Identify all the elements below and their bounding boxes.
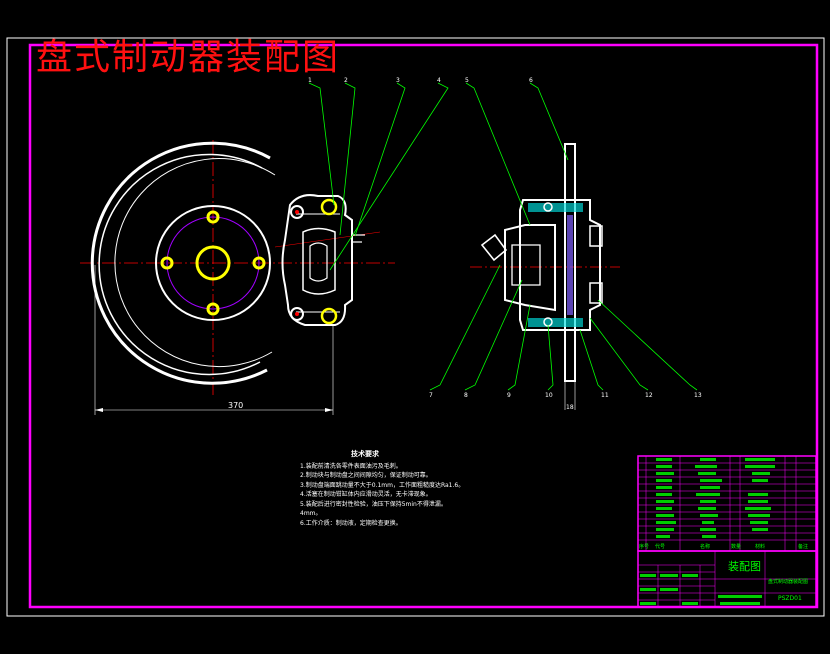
side-dim-label: 18 [566,404,574,411]
caliper-pin-top-dot [295,210,299,214]
side-bolt-bottom [589,282,603,304]
caliper-front [281,194,365,326]
bom-fine-print [656,458,775,538]
bolt-hole-right [252,256,266,270]
caliper-pin-top [290,205,304,219]
bom-header-name: 名称 [700,543,710,550]
bom-header-code: 代号 [655,543,665,550]
caliper-bolt-bottom [320,307,338,325]
balloon-label: 3 [396,77,400,84]
bom-header-note: 备注 [798,543,808,550]
drawing-name: 装配图 [728,560,761,573]
balloon-label: 9 [507,392,511,399]
drawing-number: PSZD01 [778,595,802,602]
bolt-hole-left [160,256,174,270]
drawing-title: 盘式制动器装配图 [36,37,341,78]
bom-header: 序号 代号 名称 数量 材料 备注 [639,543,808,550]
balloon-label: 12 [645,392,653,399]
balloon-label: 4 [437,77,441,84]
side-ball-top [543,202,553,212]
drawing-frame [28,43,819,609]
balloon-label: 1 [308,77,312,84]
title-grid [638,551,816,607]
bom-header-index: 序号 [639,543,649,550]
technical-note-line: 4mm。 [300,510,322,517]
bom-header-qty: 数量 [731,543,741,550]
balloon-label: 11 [601,392,609,399]
technical-note-line: 2.制动块与制动盘之间间隙均匀，保证制动可靠。 [300,472,432,479]
side-hatch-bottom [528,318,583,327]
technical-note-line: 3.制动盘端面跳动量不大于0.1mm，工作面粗糙度达Ra1.6。 [300,481,465,489]
balloon-label: 8 [464,392,468,399]
side-disc [564,143,576,382]
caliper-pin-bottom [290,307,304,321]
dim-arrow-right [325,408,333,412]
side-caliper-outline [519,199,601,331]
hub-pitch-circle [166,216,260,310]
technical-note-line: 5.装配后进行密封性检验，油压下保持5min不得泄漏。 [300,500,447,508]
balloon-label: 5 [465,77,469,84]
bolt-hole-top [206,210,220,224]
side-hub-inner [511,244,541,286]
balloon-label: 6 [529,77,533,84]
technical-note-line: 4.活塞在制动钳缸体内应滑动灵活，无卡滞现象。 [300,491,432,498]
side-view: 18 [470,143,620,411]
technical-note-line: 1.装配前清洗各零件表面油污及毛刺。 [300,462,402,470]
bom-rows [638,456,816,551]
balloon-label: 2 [344,77,348,84]
caliper-bolt-top [320,198,338,216]
caliper-center-line [274,231,381,248]
hub-center-hole [195,245,231,281]
bom-header-material: 材料 [755,543,765,550]
balloon-labels: 1 2 3 4 5 6 7 8 9 10 11 12 13 [308,77,702,399]
title-fine-print [640,574,762,605]
caliper-pin-bottom-dot [295,312,299,316]
title-block: 序号 代号 名称 数量 材料 备注 装配图 [637,455,817,608]
technical-notes-heading: 技术要求 [351,450,379,458]
outer-border [6,37,825,617]
leader-lines [308,82,698,391]
front-view: 370 [80,140,395,415]
dim-arrow-left [95,408,103,412]
disc-ring-arc [114,158,276,368]
side-bolt-top [589,225,603,247]
hub-outer [155,205,271,321]
side-hub [504,224,556,312]
product-name: 盘式制动器装配图 [768,578,808,585]
disc-inner-arc [98,153,263,376]
balloon-label: 13 [694,392,702,399]
side-disc-hatch [567,215,573,315]
balloon-label: 7 [429,392,433,399]
disc-outer-arc [90,141,271,385]
dim-diameter-label: 370 [228,401,243,410]
side-hatch-top [528,203,583,212]
bolt-hole-bottom [206,302,220,316]
balloon-label: 10 [545,392,553,399]
technical-note-line: 6.工作介质：制动液，定期检查更换。 [300,519,402,527]
technical-notes: 技术要求 1.装配前清洗各零件表面油污及毛刺。 2.制动块与制动盘之间间隙均匀，… [300,450,480,528]
side-bleeder [480,233,508,262]
